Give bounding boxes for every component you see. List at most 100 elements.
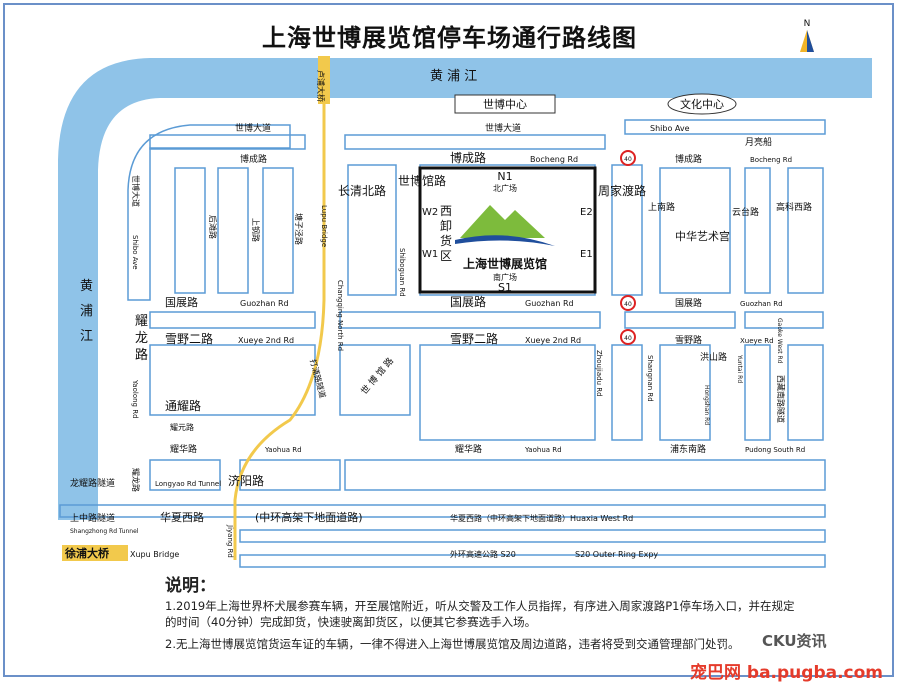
road-jiyang-en: Jiyang Rd (226, 524, 234, 558)
unloading-3: 货 (440, 233, 452, 248)
road-shangnan: 上南路 (648, 201, 675, 213)
road-bocheng-2: 博成路 (450, 150, 486, 165)
culture-center-label: 文化中心 (680, 97, 724, 111)
gate-e1: E1 (580, 249, 593, 260)
road-guozhan-en-2: Guozhan Rd (525, 299, 574, 308)
gate-e2: E2 (580, 207, 593, 218)
road-jiyang: 济阳路 (228, 473, 264, 488)
road-xueye: 雪野路 (675, 334, 702, 346)
xupu-bridge (62, 545, 128, 561)
road-bocheng-en-1: Bocheng Rd (530, 155, 578, 164)
zhonghua-palace-label: 中华艺术宫 (675, 229, 730, 243)
road-gaoke-west-en: Gaoke West Rd (776, 318, 783, 364)
road-longyao: 耀龙路 (131, 468, 141, 492)
road-zhoujiadu-en: Zhoujiadu Rd (595, 350, 603, 397)
gate-w2: W2 (422, 207, 438, 218)
speed-limit-signs (620, 150, 636, 345)
road-yaolong-3: 路 (135, 347, 148, 363)
road-xueye2-en-1: Xueye 2nd Rd (238, 336, 294, 345)
road-xueye-en: Xueye Rd (740, 337, 774, 345)
road-huaxia-full: 华夏西路（中环高架下地面道路）Huaxia West Rd (450, 513, 633, 523)
road-guozhan-2: 国展路 (450, 294, 486, 309)
road-xueye2-en-2: Xueye 2nd Rd (525, 336, 581, 345)
road-bocheng-en-2: Bocheng Rd (750, 156, 792, 164)
road-xizang-south: 西藏南路隧道 (776, 375, 786, 423)
road-outer-ring: 外环高速公路 S20 (450, 549, 516, 559)
road-yaoyuan: 耀元路 (170, 422, 194, 432)
unloading-4: 区 (440, 249, 452, 263)
note-1: 1.2019年上海世界杯犬展参赛车辆，开至展馆附近，听从交警及工作人员指挥，有序… (165, 599, 795, 629)
lupu-bridge (318, 56, 330, 104)
road-yaohua-2: 耀华路 (455, 443, 482, 455)
road-pudong-south: 浦东南路 (670, 443, 706, 455)
compass-label: N (804, 19, 811, 29)
road-houtan: 后滩路 (208, 215, 218, 239)
speed-limit-3: 40 (624, 335, 632, 342)
road-gaoke-west: 高科西路 (776, 201, 812, 213)
road-yaohua-en-2: Yaohua Rd (524, 446, 562, 454)
speed-limit-1: 40 (624, 156, 632, 163)
expo-center-label: 世博中心 (483, 98, 527, 111)
notes-heading: 说明： (165, 576, 216, 596)
xupu-bridge-en: Xupu Bridge (130, 550, 179, 559)
lupu-route (233, 104, 326, 560)
moon-boat-label: 月亮船 (745, 136, 772, 148)
road-shibo-ave-vertical: 世博大道 (131, 175, 141, 207)
south-plaza: 南广场 (493, 272, 517, 282)
river-label-left-1: 黄 (80, 279, 93, 294)
road-bocheng-3: 博成路 (675, 153, 702, 165)
map-border (3, 3, 894, 677)
shiboguan-curve-label: 世 博 馆 路 (358, 355, 396, 397)
road-guozhan-en-1: Guozhan Rd (240, 299, 289, 308)
road-changqing-north: 长清北路 (338, 183, 386, 198)
expo-logo-icon (460, 205, 545, 238)
road-xueye2-2: 雪野二路 (450, 331, 498, 346)
lupu-bridge-en: Lupu Bridge (320, 205, 328, 247)
road-yaohua-en-1: Yaohua Rd (264, 446, 302, 454)
road-zhoujiadu: 周家渡路 (598, 183, 646, 198)
road-shibo-ave-1: 世博大道 (235, 122, 271, 134)
road-guozhan-3: 国展路 (675, 297, 702, 309)
road-shibo-ave-2: 世博大道 (485, 122, 521, 134)
road-longyao-tunnel-en: Longyao Rd Tunnel (155, 480, 221, 488)
road-yuntai: 云台路 (732, 206, 759, 218)
watermark-brand: CKU资讯 (762, 632, 827, 650)
unloading-1: 西 (440, 204, 452, 218)
road-middle-ring: (中环高架下地面道路) (255, 510, 363, 524)
gate-s1: S1 (498, 281, 512, 294)
venue-name: 上海世博展览馆 (463, 256, 547, 271)
road-guozhan-1: 国展路 (165, 296, 198, 309)
lupu-bridge-label: 卢浦大桥 (316, 70, 326, 102)
road-huaxia: 华夏西路 (160, 510, 204, 524)
notes-section: 说明： 1.2019年上海世界杯犬展参赛车辆，开至展馆附近，听从交警及工作人员指… (165, 578, 805, 658)
road-tongyao: 通耀路 (165, 398, 201, 413)
expo-hall-outline (418, 166, 597, 294)
page-title: 上海世博展览馆停车场通行路线图 (262, 24, 637, 52)
road-hongshan: 洪山路 (700, 351, 727, 363)
unloading-2: 卸 (440, 218, 452, 233)
road-shiboguan: 世博馆路 (398, 173, 446, 188)
road-shangzhong-tunnel: 上中路隧道 (70, 512, 115, 524)
north-plaza: 北广场 (493, 183, 517, 193)
road-bocheng-1: 博成路 (240, 153, 267, 165)
road-xueye2-1: 雪野二路 (165, 331, 213, 346)
road-shibo-ave-en: Shibo Ave (650, 124, 690, 133)
gate-w1: W1 (422, 249, 438, 260)
road-yaohua-1: 耀华路 (170, 443, 197, 455)
road-shangnan-en: Shangnan Rd (646, 355, 654, 402)
xupu-bridge-label: 徐浦大桥 (64, 546, 110, 560)
road-pudong-south-en: Pudong South Rd (745, 446, 805, 454)
note-2: 2.无上海世博展览馆货运车证的车辆，一律不得进入上海世博展览馆及周边道路，违者将… (165, 637, 740, 651)
river-label-left-3: 江 (80, 329, 93, 344)
road-outer-ring-en: S20 Outer Ring Expy (575, 550, 658, 559)
road-tangzigang: 塘子泾路 (294, 213, 304, 245)
expo-center-box (454, 94, 556, 114)
road-shibo-ave-vertical-en: Shibo Ave (131, 235, 139, 270)
culture-center-box (667, 93, 737, 115)
river-label-left-2: 浦 (80, 304, 93, 319)
road-yaolong-1: 耀 (135, 314, 148, 329)
road-yaolong-en: Yaolong Rd (131, 379, 139, 419)
road-shiboguan-en: Shiboguan Rd (398, 248, 406, 297)
